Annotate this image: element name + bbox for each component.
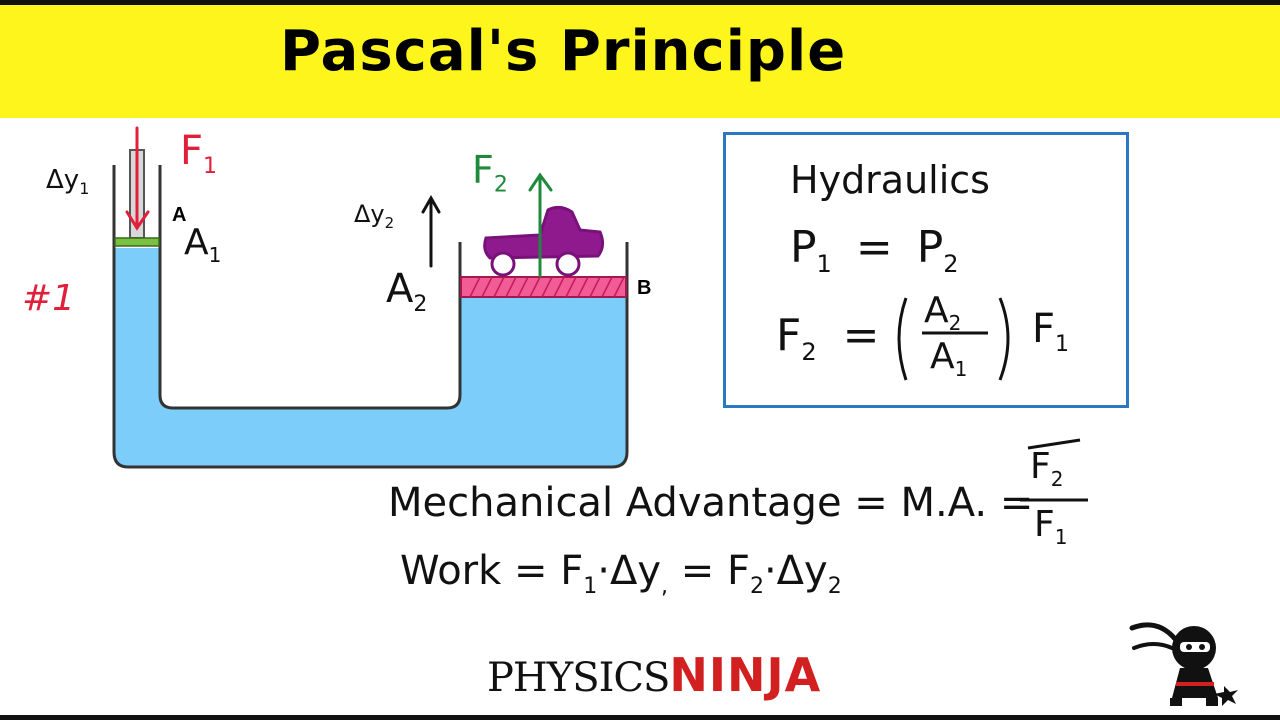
physics-ninja-logo: PHYSICSNINJA (487, 648, 821, 702)
eq2-den-sub: 1 (954, 357, 968, 382)
work-sub2: , (661, 574, 668, 599)
eq2-num-sub: 2 (948, 311, 962, 336)
f1-label: F1 (180, 128, 217, 179)
eq1-rhs: P (916, 222, 944, 273)
problem-number: #1 (22, 278, 76, 319)
work-text: Work = F (400, 548, 584, 594)
dy2-label: Δy2 (354, 200, 394, 232)
title-bar: Pascal's Principle (0, 0, 1280, 118)
ninja-mascot-icon (1129, 622, 1238, 706)
work-sub1: 1 (583, 574, 598, 599)
car-drawing (483, 205, 605, 277)
f2-letter: F (472, 148, 494, 192)
ma-num-bar (1027, 438, 1081, 450)
work-sub3: 2 (749, 574, 764, 599)
f2-arrow (528, 172, 553, 278)
a2-sub: 2 (413, 292, 428, 317)
a2-letter: A (386, 266, 414, 312)
dy2-text: Δy (354, 200, 385, 228)
logo-physics: PHYSICS (487, 655, 670, 701)
dy1-text: Δy (46, 165, 80, 195)
eq1-equals: = (855, 222, 893, 273)
eq2-tail: F1 (1032, 306, 1069, 357)
ma-den-sub: 1 (1054, 525, 1068, 550)
ma-denominator: F1 (1034, 504, 1067, 549)
eq2-lhs-sub: 2 (801, 337, 817, 366)
work-equation: Work = F1·Δy, = F2·Δy2 (400, 548, 842, 599)
dy2-sub: 2 (384, 213, 395, 232)
eq2-denominator: A1 (930, 336, 967, 381)
dy2-arrow (421, 194, 441, 268)
a1-sub: 1 (208, 243, 222, 268)
eq2-lhs: F (776, 310, 802, 361)
platform-hatch (469, 276, 625, 298)
f2-sub: 2 (493, 172, 508, 198)
eq2-den: A (930, 336, 955, 377)
label-a: A (172, 204, 187, 226)
container-inner-wall (158, 165, 462, 410)
work-mid: ·Δy (597, 548, 661, 594)
bottom-border (0, 715, 1280, 720)
page-title: Pascal's Principle (280, 19, 847, 84)
dy1-sub: 1 (79, 179, 90, 199)
f1-arrow (125, 126, 150, 231)
ma-num-sub: 2 (1050, 467, 1064, 492)
force-equation-lhs: F2 = (776, 310, 879, 366)
eq2-right-paren (998, 297, 1010, 381)
work-eq: = F (680, 548, 750, 594)
eq2-tail-sub: 1 (1055, 332, 1070, 357)
ma-num: F (1030, 446, 1051, 487)
logo-ninja: NINJA (669, 648, 822, 702)
eq1-rhs-sub: 2 (943, 249, 959, 278)
a1-label: A1 (184, 222, 221, 267)
f2-label: F2 (472, 148, 508, 198)
dy1-label: Δy1 (46, 165, 89, 198)
eq2-numerator: A2 (924, 290, 961, 335)
fluid (114, 248, 627, 467)
eq2-equals: = (842, 310, 880, 361)
work-sub4: 2 (827, 574, 842, 599)
ma-numerator: F2 (1030, 446, 1063, 491)
ma-den: F (1034, 504, 1055, 545)
eq2-num: A (924, 290, 949, 331)
pressure-equation: P1 = P2 (790, 222, 959, 278)
hydraulics-box (723, 132, 1129, 408)
label-b: B (637, 277, 652, 299)
a1-letter: A (184, 222, 209, 263)
f1-sub: 1 (203, 154, 218, 179)
piston-a (114, 237, 160, 247)
eq1-lhs-sub: 1 (816, 249, 832, 278)
hydraulics-title: Hydraulics (790, 158, 990, 202)
eq2-left-paren (897, 297, 908, 381)
f1-letter: F (180, 128, 204, 174)
eq1-lhs: P (790, 222, 817, 273)
work-mid2: ·Δy (763, 548, 828, 594)
mechanical-advantage-text: Mechanical Advantage = M.A. = (388, 480, 1034, 526)
eq2-tail-letter: F (1032, 306, 1056, 352)
a2-label: A2 (386, 266, 427, 317)
container-wall-left (112, 165, 629, 469)
